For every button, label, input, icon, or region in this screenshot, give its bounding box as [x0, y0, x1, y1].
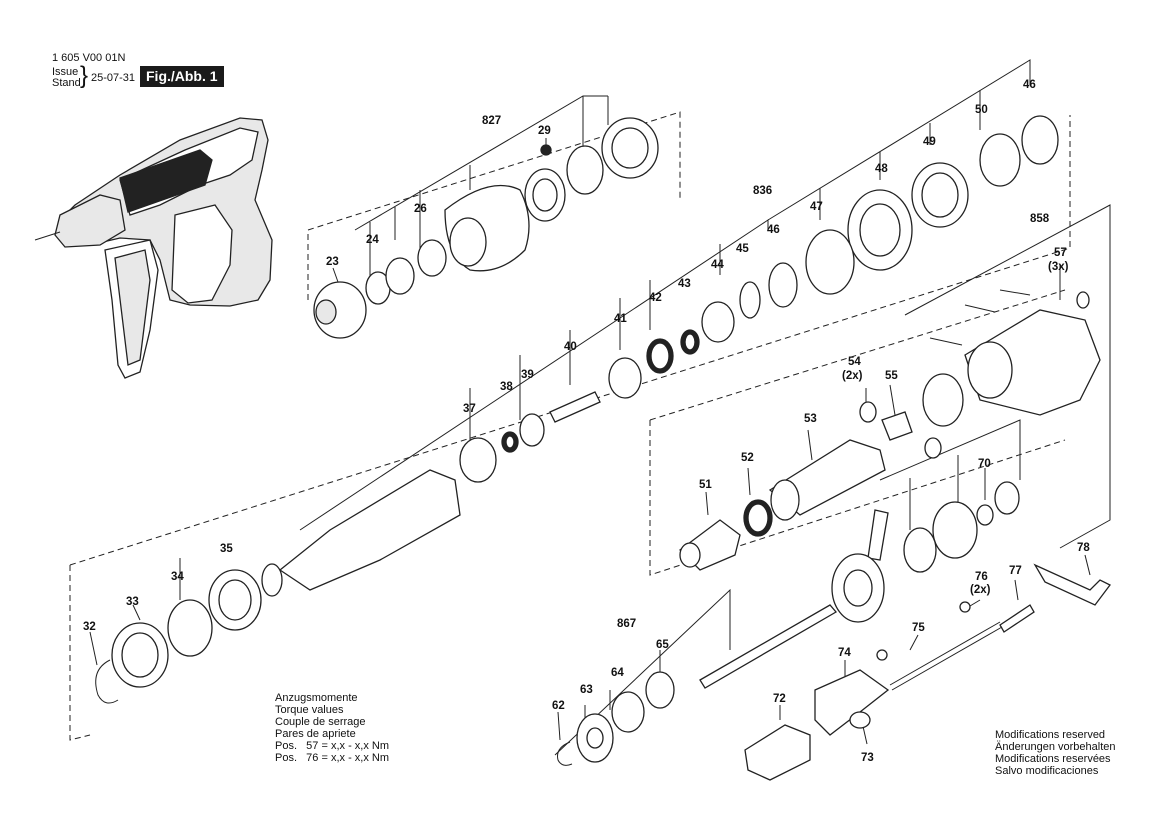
part-label: 34: [171, 571, 184, 583]
part-label: 33: [126, 596, 139, 608]
part-label: 51: [699, 479, 712, 491]
part-label: 72: [773, 693, 786, 705]
part-label: 38: [500, 381, 513, 393]
part-label: 62: [552, 700, 565, 712]
issue-label: Issue: [52, 66, 79, 78]
part-label: 50: [975, 104, 988, 116]
gear-housing-parts: [557, 289, 1111, 781]
part-label: 858: [1030, 213, 1050, 225]
modifications-note-line: Salvo modificaciones: [995, 765, 1099, 777]
part-label: 77: [1009, 565, 1022, 577]
part-label: (3x): [1048, 261, 1069, 273]
torque-note-line: Anzugsmomente: [275, 692, 358, 704]
torque-note-line: Pares de apriete: [275, 728, 356, 740]
part-label: 42: [649, 292, 662, 304]
part-label: 74: [838, 647, 851, 659]
part-label: 23: [326, 256, 339, 268]
stand-label: Stand: [52, 77, 81, 89]
part-label: (2x): [970, 584, 991, 596]
part-label: 43: [678, 278, 691, 290]
part-label: (2x): [842, 370, 863, 382]
torque-note-line: Pos. 57 = x,x - x,x Nm: [275, 740, 390, 752]
part-label: 78: [1077, 542, 1090, 554]
doc-number: 1 605 V00 01N: [52, 52, 126, 64]
part-label: 836: [753, 185, 772, 197]
part-label: 40: [564, 341, 577, 353]
part-label: 52: [741, 452, 754, 464]
part-label: 46: [767, 224, 780, 236]
part-label: 867: [617, 618, 636, 630]
part-label: 26: [414, 203, 427, 215]
part-label: 76: [975, 571, 988, 583]
part-label: 37: [463, 403, 476, 415]
part-label: 57: [1054, 247, 1067, 259]
part-label: 47: [810, 201, 823, 213]
part-label: 54: [848, 356, 861, 368]
modifications-note-line: Modifications reserved: [995, 729, 1106, 741]
part-label: 63: [580, 684, 593, 696]
part-label: 39: [521, 369, 534, 381]
torque-note-line: Couple de serrage: [275, 716, 366, 728]
upper-chuck-parts: [313, 117, 659, 339]
part-label: 32: [83, 621, 96, 633]
modifications-note-line: Änderungen vorbehalten: [995, 741, 1116, 753]
spindle-parts: [95, 115, 1059, 704]
modifications-note-line: Modifications reservées: [995, 753, 1111, 765]
part-label: 44: [711, 259, 724, 271]
figure-label: Fig./Abb. 1: [140, 66, 224, 87]
group-frames: [69, 111, 1071, 741]
part-label: 75: [912, 622, 925, 634]
part-label: 827: [482, 115, 501, 127]
part-label: 55: [885, 370, 898, 382]
part-label: 41: [614, 313, 627, 325]
torque-note-line: Torque values: [275, 704, 344, 716]
part-label: 45: [736, 243, 749, 255]
part-label: 35: [220, 543, 233, 555]
product-illustration: [34, 117, 273, 379]
brace-glyph: }: [80, 62, 89, 89]
torque-note-line: Pos. 76 = x,x - x,x Nm: [275, 752, 390, 764]
issue-date: 25-07-31: [91, 72, 136, 84]
part-label: 73: [861, 752, 874, 764]
part-label: 46: [1023, 79, 1036, 91]
part-label: 49: [923, 136, 936, 148]
part-label: 65: [656, 639, 669, 651]
part-label: 70: [978, 458, 991, 470]
part-label: 29: [538, 125, 551, 137]
part-label: 48: [875, 163, 888, 175]
part-label: 64: [611, 667, 624, 679]
part-label-group: 827 29 26 24 23 836 50 46 49 48 47 46 45…: [83, 79, 1090, 764]
part-label: 53: [804, 413, 817, 425]
part-label: 24: [366, 234, 379, 246]
group-brackets: [299, 59, 1111, 756]
